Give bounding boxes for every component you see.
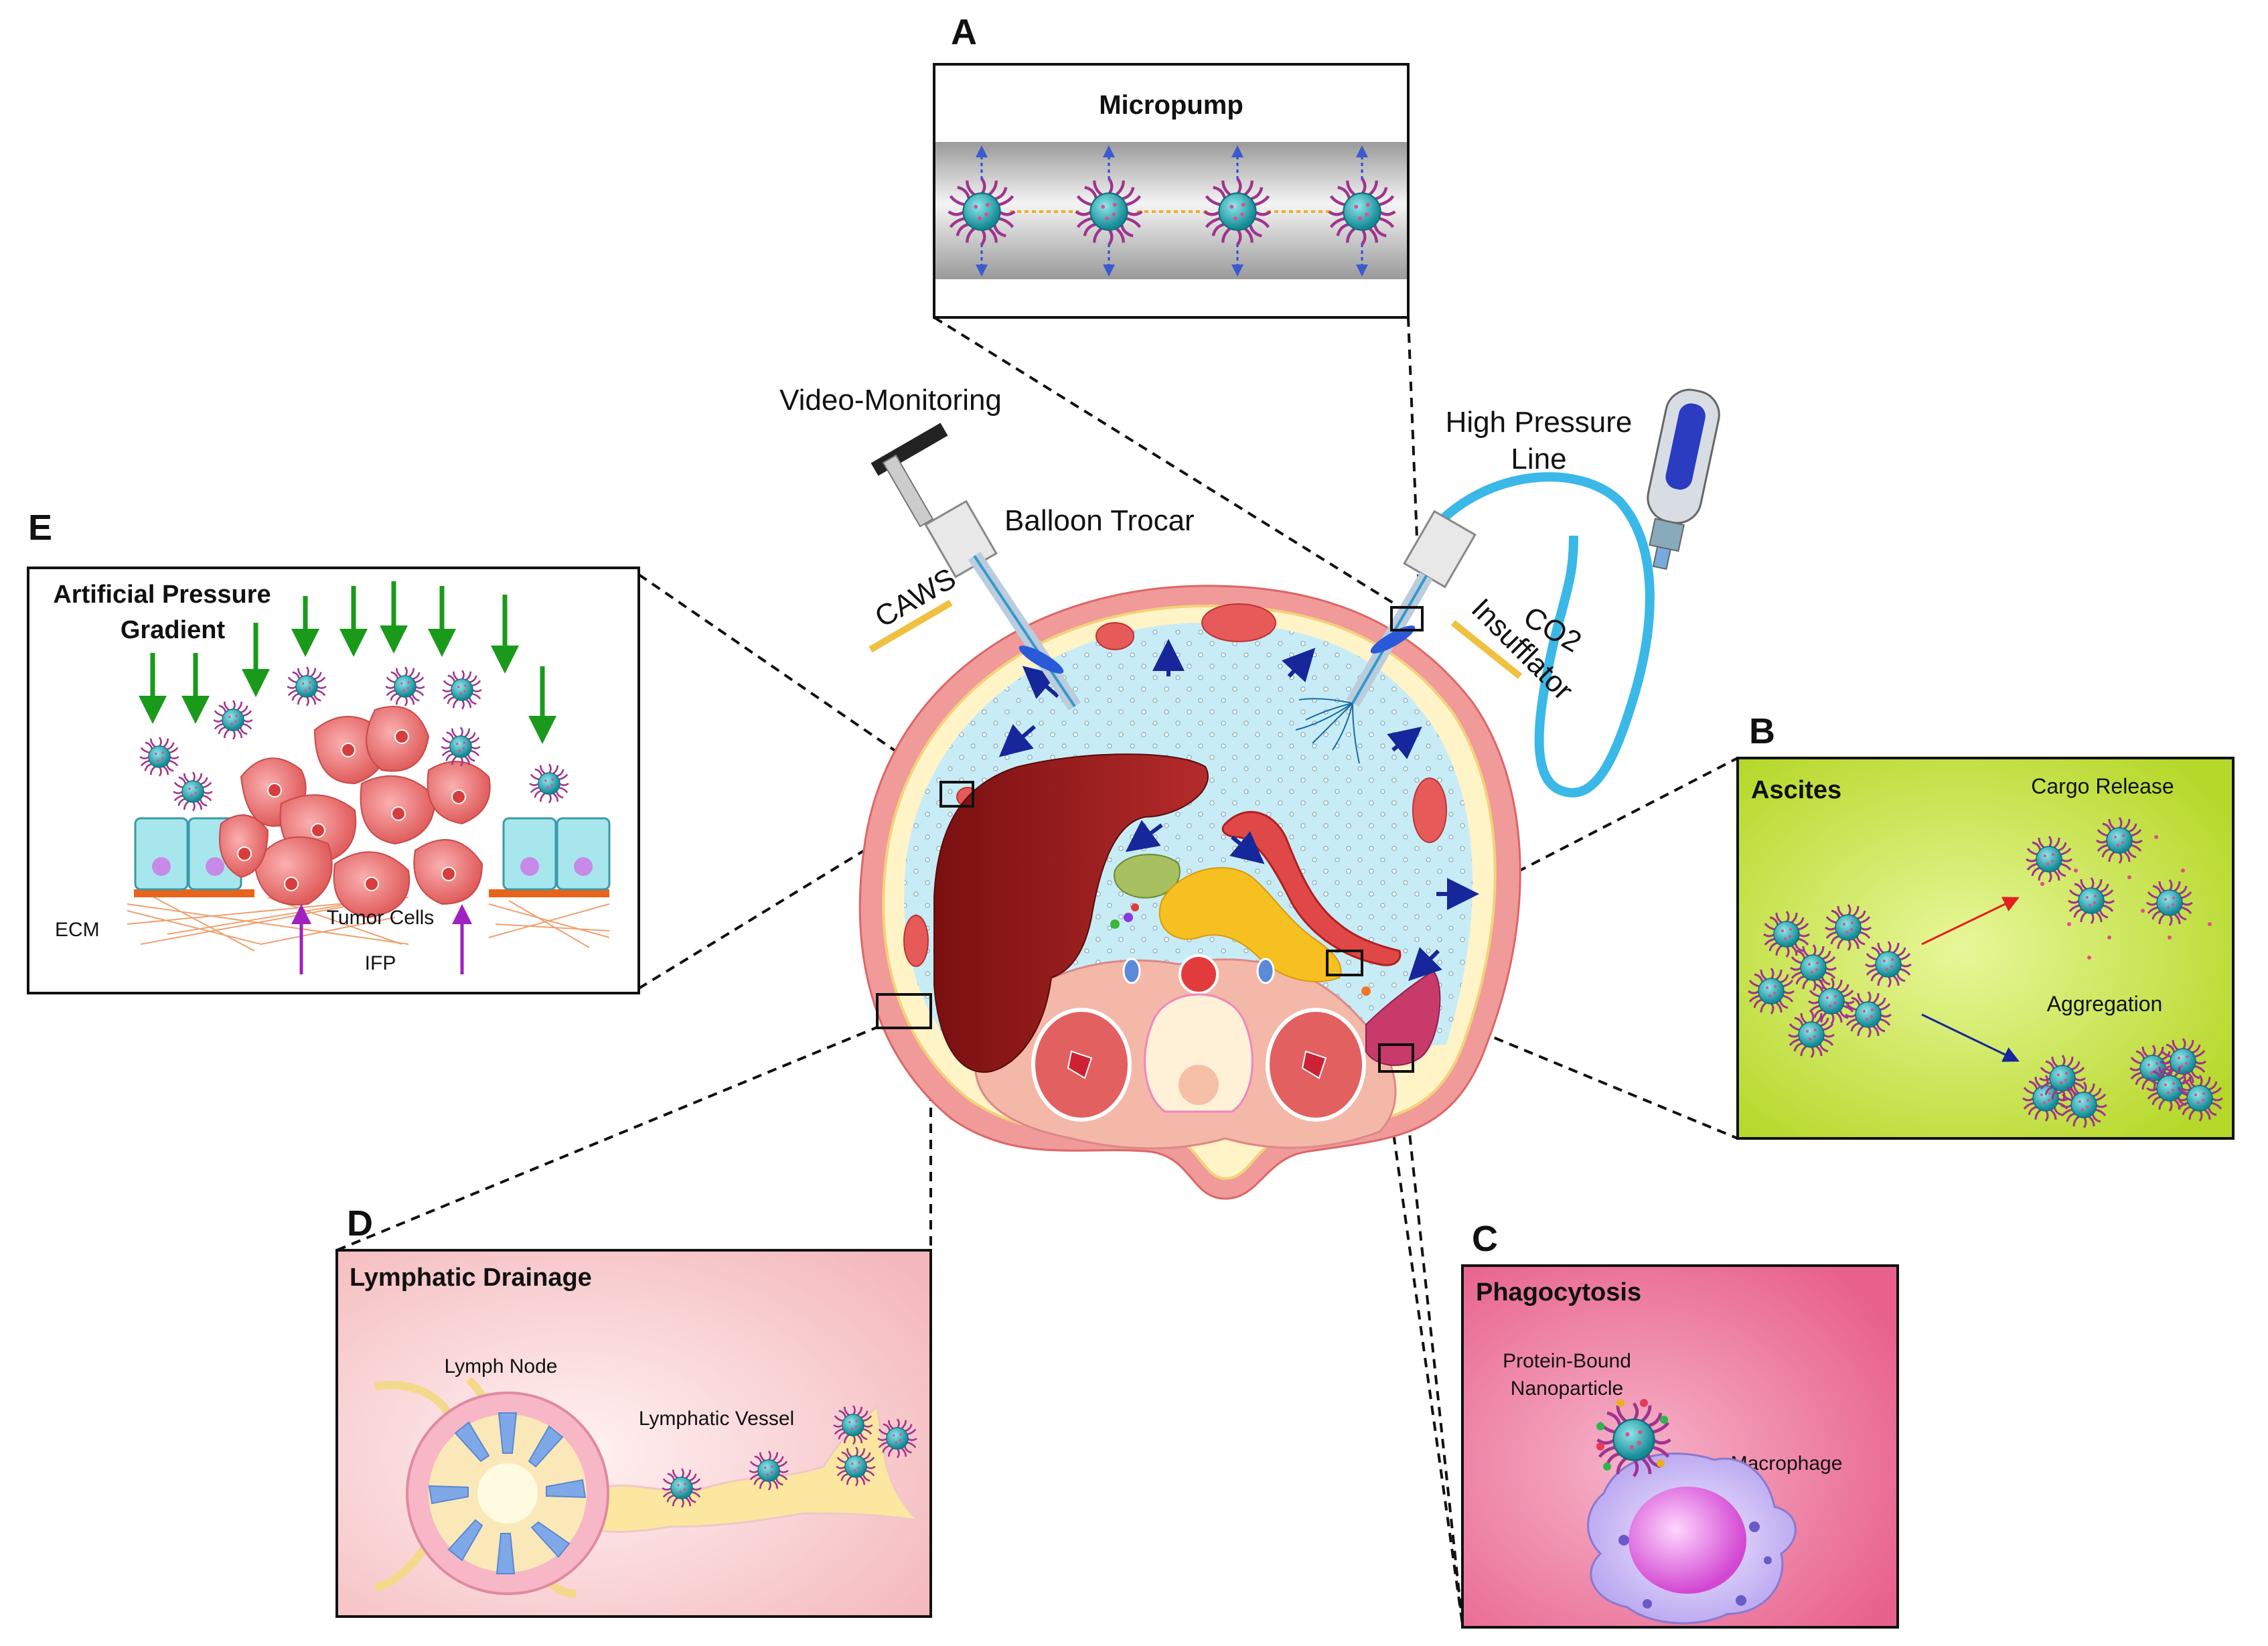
spray-trocar-body (1403, 510, 1477, 589)
micropump-channel (935, 142, 1407, 279)
instruments: Video-Monitoring Balloon Trocar CAWS Hig… (779, 384, 1720, 798)
ecm-label: ECM (55, 919, 100, 941)
co2-tube (1450, 620, 1523, 679)
balloon-trocar-label: Balloon Trocar (1004, 504, 1195, 537)
camera-head-icon (871, 423, 948, 476)
liver (933, 753, 1209, 1073)
micropump-particles (949, 145, 1395, 277)
panel-d-letter: D (347, 1203, 373, 1244)
aggregation-label: Aggregation (2047, 992, 2163, 1016)
panel-a: A Micropump (933, 12, 1410, 319)
nanoparticle-label-line1: Protein-Bound (1503, 1350, 1631, 1372)
ifp-arrows (291, 904, 472, 974)
panel-c: C Phagocytosis Protein-Bound Nanoparticl… (1461, 1219, 1899, 1629)
video-monitoring-label: Video-Monitoring (779, 384, 1002, 417)
panel-e-letter: E (28, 508, 52, 548)
flow-arrows (998, 639, 1479, 981)
cargo-release-arrow (1921, 897, 2020, 946)
panel-d-title: Lymphatic Drainage (350, 1264, 592, 1292)
macrophage-vesicles (1618, 1521, 1772, 1608)
protein-bound-nanoparticle (1596, 1399, 1670, 1476)
aggregation-arrow (1921, 1013, 2020, 1062)
tumor-cells-label: Tumor Cells (327, 907, 435, 929)
tumor-nuclei (237, 729, 466, 891)
basement-membrane-right (489, 889, 609, 897)
panel-c-title: Phagocytosis (1476, 1278, 1641, 1306)
lymph-node-label: Lymph Node (445, 1355, 558, 1377)
panel-e-frame (27, 567, 640, 994)
panel-b-letter: B (1749, 711, 1775, 751)
injector-bottle-icon (1647, 388, 1720, 571)
pressure-arrows (139, 581, 556, 744)
epithelial-cells (134, 817, 611, 891)
macrophage-nucleus (1629, 1487, 1746, 1594)
ifp-label: IFP (365, 952, 396, 974)
high-pressure-label-line1: High Pressure (1446, 406, 1633, 439)
panel-b-title: Ascites (1751, 776, 1841, 804)
high-pressure-label-line2: Line (1511, 443, 1566, 475)
zoom-source-boxes (876, 781, 1414, 1073)
panel-e: E Artificial Pressure Gradient (27, 508, 640, 994)
panel-a-source-box (1390, 606, 1424, 631)
trocar-balloon (1018, 646, 1064, 674)
panel-a-title: Micropump (1099, 90, 1243, 120)
panel-e-title-line2: Gradient (121, 616, 226, 644)
lymphatic-vessel-label: Lymphatic Vessel (639, 1408, 794, 1430)
panel-c-letter: C (1472, 1219, 1498, 1259)
small-vessels (1110, 903, 1371, 996)
abdomen-cross-section (858, 585, 1521, 1200)
spray-trocar-balloon (1370, 625, 1416, 654)
nanoparticle-label-line2: Nanoparticle (1511, 1377, 1623, 1400)
vertebra (1144, 993, 1254, 1113)
pancreas (1158, 867, 1342, 982)
high-pressure-tube (1429, 472, 1655, 798)
laparoscope-shaft (882, 454, 934, 528)
panel-d: D Lymphatic Drainage Lymph Node Lymphati… (335, 1203, 932, 1618)
aorta (1179, 954, 1219, 994)
panel-a-letter: A (951, 12, 977, 52)
cargo-release-label: Cargo Release (2031, 774, 2174, 798)
lymphatic-vessel (581, 1404, 921, 1533)
panel-b: B Ascites Cargo Release Aggregation (1736, 711, 2235, 1140)
basement-membrane-left (134, 889, 254, 897)
panel-b-frame (1736, 757, 2235, 1140)
peritoneal-nodules (903, 603, 1447, 967)
caws-tube (868, 599, 953, 653)
aerosol-spray (1295, 698, 1360, 764)
lymph-node-follicles (428, 1412, 587, 1574)
spleen (1365, 970, 1441, 1066)
panel-e-title-line1: Artificial Pressure (53, 581, 271, 609)
